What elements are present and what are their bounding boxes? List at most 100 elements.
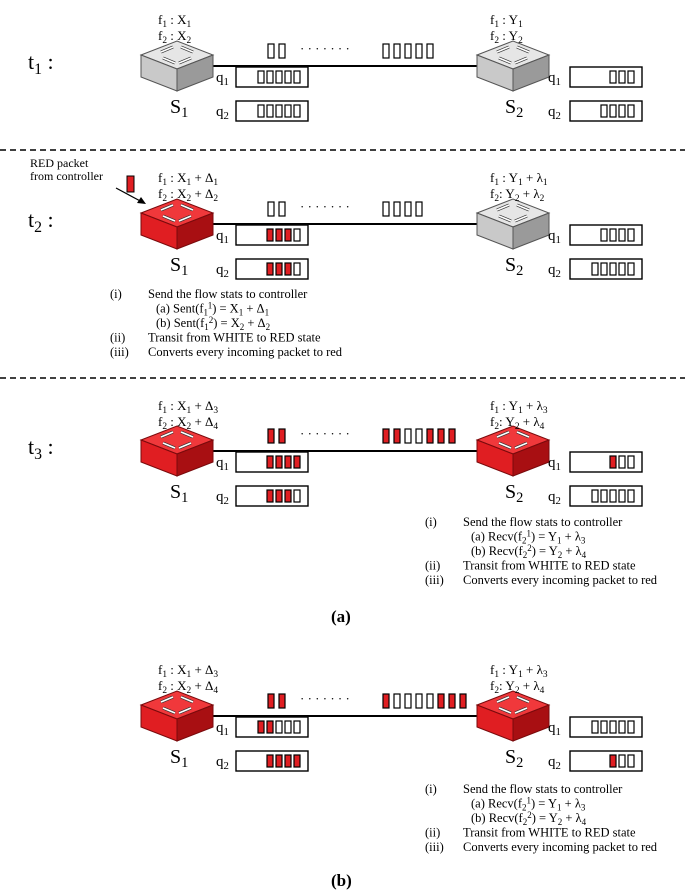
white-packet	[293, 104, 301, 118]
controller-note: from controller	[30, 169, 103, 183]
caption-a: (a)	[331, 607, 351, 626]
s2-q1-label: q1	[548, 228, 561, 246]
note-text: (b) Sent(f12) = X2 + Δ2	[156, 315, 270, 331]
s1-q1-queue	[235, 451, 309, 473]
caption-b: (b)	[331, 871, 352, 890]
white-packet	[275, 70, 283, 84]
red-packet	[459, 693, 467, 709]
white-packet	[609, 720, 617, 734]
s2-q1-label: q1	[548, 70, 561, 88]
s1-stat: f2 : X2 + Δ4	[158, 678, 218, 696]
s2-q2-label: q2	[548, 489, 561, 507]
s2-switch	[475, 690, 551, 742]
white-packet	[609, 70, 617, 84]
s2-q1-queue	[569, 66, 643, 88]
white-packet	[600, 720, 608, 734]
red-packet	[267, 428, 275, 444]
white-packet	[404, 428, 412, 444]
red-packet	[284, 228, 292, 242]
white-packet	[609, 489, 617, 503]
s1-q2-label: q2	[216, 489, 229, 507]
white-packet	[415, 201, 423, 217]
note-text: (a) Recv(f21) = Y1 + λ3	[471, 796, 586, 812]
white-packet	[257, 104, 265, 118]
red-packet	[266, 720, 274, 734]
s1-q2-queue	[235, 750, 309, 772]
link-ellipsis: · · · · · · ·	[300, 426, 350, 441]
white-packet	[293, 228, 301, 242]
white-packet	[618, 228, 626, 242]
s2-stat: f2: Y2 + λ2	[490, 186, 545, 204]
red-packet	[275, 754, 283, 768]
white-packet	[426, 693, 434, 709]
white-packet	[618, 754, 626, 768]
s1-q2-label: q2	[216, 262, 229, 280]
white-packet	[627, 455, 635, 469]
white-packet	[393, 201, 401, 217]
white-packet	[415, 693, 423, 709]
white-packet	[284, 70, 292, 84]
red-packet	[382, 428, 390, 444]
time-label: t1 :	[28, 49, 54, 78]
note-index: (i)	[110, 287, 122, 301]
red-packet	[284, 489, 292, 503]
red-packet	[437, 428, 445, 444]
note-text: Converts every incoming packet to red	[463, 840, 658, 854]
controller-note: RED packet	[30, 156, 89, 170]
s2-stat: f2: Y2 + λ4	[490, 414, 545, 432]
link-packets-left	[267, 201, 286, 217]
note-index: (iii)	[425, 840, 444, 854]
red-packet	[448, 428, 456, 444]
link-ellipsis: · · · · · · ·	[300, 41, 350, 56]
s1-q1-label: q1	[216, 455, 229, 473]
time-label: t2 :	[28, 207, 54, 236]
note-text: Transit from WHITE to RED state	[463, 826, 636, 840]
s2-q2-queue	[569, 258, 643, 280]
s1-q2-queue	[235, 258, 309, 280]
s2-switch	[475, 198, 551, 250]
s1-q1-queue	[235, 66, 309, 88]
red-packet	[609, 754, 617, 768]
white-packet	[404, 693, 412, 709]
link-packets-right	[382, 201, 423, 217]
s2-label: S2	[505, 481, 523, 506]
note-text: Transit from WHITE to RED state	[463, 559, 636, 573]
note-text: (a) Sent(f11) = X1 + Δ1	[156, 301, 269, 317]
red-packet	[275, 262, 283, 276]
s1-q1-label: q1	[216, 70, 229, 88]
white-packet	[404, 43, 412, 59]
note-index: (iii)	[110, 345, 129, 359]
link-ellipsis: · · · · · · ·	[300, 199, 350, 214]
white-packet	[627, 754, 635, 768]
s1-stat: f1 : X1 + Δ3	[158, 398, 218, 416]
link-packets-left	[267, 428, 286, 444]
red-packet	[284, 262, 292, 276]
s1-q2-label: q2	[216, 754, 229, 772]
note-index: (i)	[425, 515, 437, 529]
white-packet	[267, 43, 275, 59]
red-packet	[393, 428, 401, 444]
note-text: Converts every incoming packet to red	[463, 573, 658, 587]
white-packet	[278, 43, 286, 59]
white-packet	[293, 720, 301, 734]
s1-q1-queue	[235, 224, 309, 246]
red-packet	[437, 693, 445, 709]
white-packet	[618, 70, 626, 84]
red-packet	[382, 693, 390, 709]
s2-label: S2	[505, 96, 523, 121]
s2-stat: f1 : Y1	[490, 12, 523, 30]
white-packet	[618, 489, 626, 503]
s2-q1-queue	[569, 224, 643, 246]
link-packets-right	[382, 43, 434, 59]
white-packet	[600, 262, 608, 276]
red-packet	[284, 754, 292, 768]
red-packet	[275, 489, 283, 503]
arrowhead-icon	[137, 197, 146, 204]
red-packet	[609, 455, 617, 469]
white-packet	[609, 262, 617, 276]
white-packet	[627, 720, 635, 734]
s2-q1-label: q1	[548, 455, 561, 473]
